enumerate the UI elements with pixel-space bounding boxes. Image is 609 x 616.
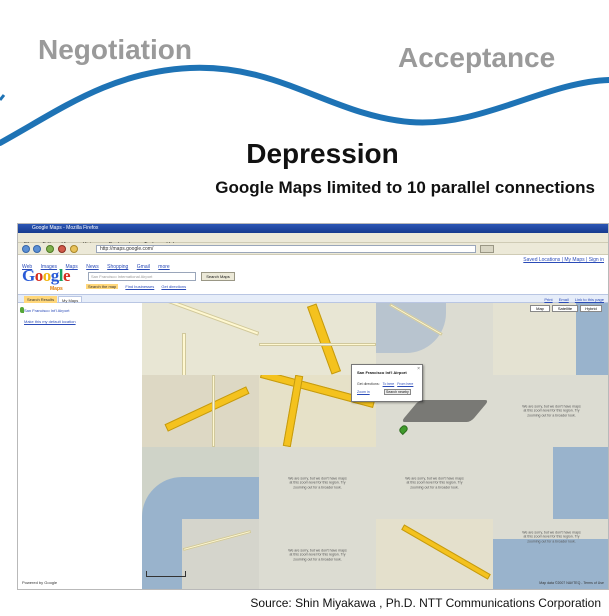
map-footer: Map data ©2007 NAVTEQ - Terms of Use <box>539 581 604 585</box>
slide-title: Depression <box>246 138 399 169</box>
map-toolbar: Print Email Link to this page <box>142 294 608 303</box>
search-the-map-link[interactable]: Search the map <box>86 284 119 289</box>
search-result-item[interactable]: San Francisco Int'l Airport <box>24 308 70 313</box>
map-tile <box>376 303 493 375</box>
map-tile-loading: We are sorry, but we don't have maps at … <box>493 375 608 447</box>
maps-search-input[interactable]: San Francisco International Airport <box>88 272 196 281</box>
map-type-satellite-button[interactable]: Satellite <box>552 305 578 312</box>
top-link-maps[interactable]: Maps <box>65 264 78 270</box>
wave-left-tick <box>0 94 6 101</box>
map-tile <box>142 303 259 375</box>
top-link-images[interactable]: Images <box>40 264 58 270</box>
search-nearby-button[interactable]: Search nearby <box>384 389 411 395</box>
top-link-gmail[interactable]: Gmail <box>136 264 150 270</box>
map-type-map-button[interactable]: Map <box>530 305 550 312</box>
link-to-page-link[interactable]: Link to this page <box>574 297 604 302</box>
default-location-link[interactable]: Make this my default location <box>24 319 76 324</box>
browser-menubar: File Edit View History Bookmarks Tools H… <box>18 233 608 248</box>
tile-message: We are sorry, but we don't have maps at … <box>522 404 581 418</box>
search-mode-links: Search the map Find businesses Get direc… <box>86 284 192 289</box>
top-link-news[interactable]: News <box>86 264 99 270</box>
slide-source-credit: Source: Shin Miyakawa , Ph.D. NTT Commun… <box>250 596 601 610</box>
browser-toolbar: http://maps.google.com/ <box>18 243 608 255</box>
find-businesses-link[interactable]: Find businesses <box>125 284 155 289</box>
url-input[interactable]: http://maps.google.com/ <box>96 245 476 253</box>
map-tile <box>376 519 493 589</box>
google-top-links: Web Images Maps News Shopping Gmail more <box>18 255 608 270</box>
map-canvas[interactable]: We are sorry, but we don't have maps at … <box>142 303 608 589</box>
bubble-dirs-prefix: Get directions: <box>357 382 380 386</box>
to-here-link[interactable]: To here <box>382 382 395 386</box>
map-type-hybrid-button[interactable]: Hybrid <box>580 305 602 312</box>
print-link[interactable]: Print <box>544 297 553 302</box>
top-link-more[interactable]: more <box>158 264 170 270</box>
tile-message: We are sorry, but we don't have maps at … <box>405 476 464 490</box>
map-tile <box>493 303 608 375</box>
zoom-in-link[interactable]: Zoom in <box>357 390 370 394</box>
slide-subtitle: Google Maps limited to 10 parallel conne… <box>215 178 595 197</box>
stage-wave-graphic <box>0 64 609 146</box>
top-link-web[interactable]: Web <box>22 264 33 270</box>
top-link-shopping[interactable]: Shopping <box>107 264 129 270</box>
map-tile <box>142 375 259 447</box>
map-tile <box>259 303 376 375</box>
home-button[interactable] <box>70 245 78 253</box>
map-tile-water: We are sorry, but we don't have maps at … <box>493 519 608 589</box>
map-toolbar-links: Print Email Link to this page <box>539 295 604 304</box>
map-tile-loading: We are sorry, but we don't have maps at … <box>259 447 376 519</box>
map-scale-bar <box>146 571 186 577</box>
email-link[interactable]: Email <box>558 297 569 302</box>
map-tile <box>142 519 259 589</box>
forward-button[interactable] <box>33 245 41 253</box>
stage-label-negotiation: Negotiation <box>38 34 192 65</box>
tile-message: We are sorry, but we don't have maps at … <box>522 530 581 544</box>
wave-line <box>0 64 609 146</box>
map-tile-loading: We are sorry, but we don't have maps at … <box>259 519 376 589</box>
stop-button[interactable] <box>58 245 66 253</box>
stage-label-acceptance: Acceptance <box>398 42 556 73</box>
reload-button[interactable] <box>46 245 54 253</box>
get-directions-link[interactable]: Get directions <box>161 284 187 289</box>
results-tab-bar: Search Results My Maps <box>18 294 142 303</box>
tab-search-results[interactable]: Search Results <box>24 296 58 303</box>
from-here-link[interactable]: From here <box>397 382 414 386</box>
bubble-directions: Get directions: To here From here <box>357 382 413 386</box>
window-title: Google Maps - Mozilla Firefox <box>32 225 99 231</box>
info-bubble: San Francisco Int'l Airport × Get direct… <box>351 364 423 402</box>
map-tile <box>142 447 259 519</box>
close-icon[interactable]: × <box>417 366 420 372</box>
logo-maps-label: Maps <box>50 286 63 292</box>
go-button[interactable] <box>480 245 494 253</box>
result-pin-icon <box>20 307 24 313</box>
map-tile-water <box>493 447 608 519</box>
search-maps-button[interactable]: Search Maps <box>201 272 235 281</box>
back-button[interactable] <box>22 245 30 253</box>
bubble-title: San Francisco Int'l Airport <box>357 370 407 375</box>
tab-my-maps[interactable]: My Maps <box>58 296 83 303</box>
tile-message: We are sorry, but we don't have maps at … <box>288 476 347 490</box>
tile-message: We are sorry, but we don't have maps at … <box>288 548 347 562</box>
browser-screenshot: Google Maps - Mozilla Firefox File Edit … <box>17 223 609 590</box>
powered-by-label: Powered by Google <box>22 580 58 585</box>
map-tile-loading: We are sorry, but we don't have maps at … <box>376 447 493 519</box>
browser-titlebar: Google Maps - Mozilla Firefox <box>18 224 608 233</box>
google-maps-logo[interactable]: Google <box>22 266 71 285</box>
account-links[interactable]: Saved Locations | My Maps | Sign in <box>523 257 604 263</box>
